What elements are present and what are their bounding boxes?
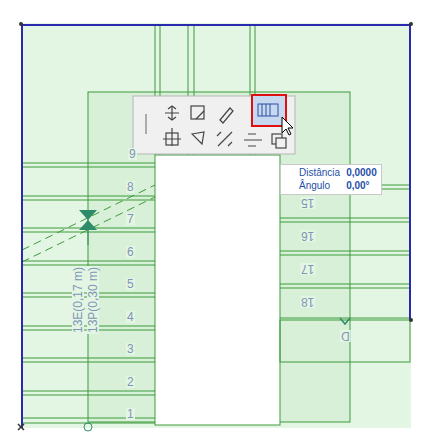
direction-mark: D [340,330,351,342]
step-number: 8 [126,181,135,193]
step-number: 5 [126,278,135,290]
measure-label: Distância [299,167,340,179]
step-number: 6 [126,246,135,258]
measure-value: 0,0000 [346,167,377,179]
step-number: 1 [126,408,135,420]
stair-dimension: 13E(0,17 m) [72,266,84,334]
measure-label: Ângulo [299,180,340,192]
step-number: 16 [300,230,315,242]
step-number: 9 [128,148,137,160]
step-number: 3 [126,343,135,355]
step-number: 2 [126,376,135,388]
stair-dimension: 13P(0,30 m) [87,266,99,334]
step-number: 4 [126,311,135,323]
measure-tooltip: Distância 0,0000Ângulo 0,00° [280,164,382,195]
step-number: 7 [126,213,135,225]
step-number: 18 [300,296,315,308]
step-number: 15 [300,197,315,209]
step-number: 17 [300,263,315,275]
measure-value: 0,00° [346,180,377,192]
